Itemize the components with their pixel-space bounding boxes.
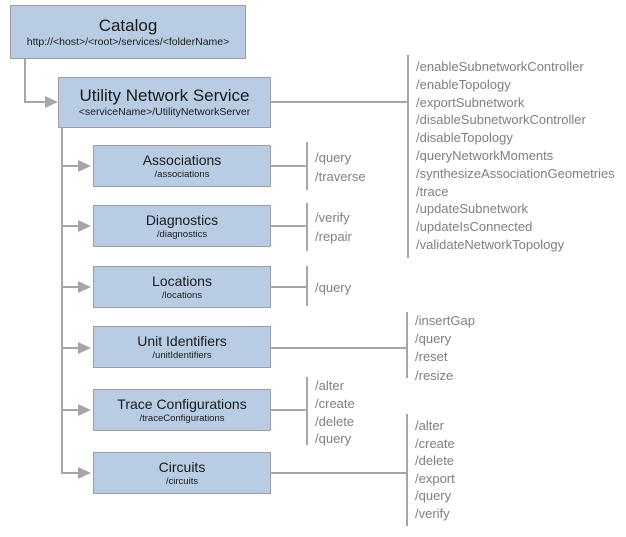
op-item: /verify [415,505,450,521]
opsrail-service [407,55,409,258]
op-item: /disableTopology [416,130,513,146]
branch-locations [61,286,78,288]
node-diagnostics-path: /diagnostics [156,228,208,240]
opsrail-circuits [406,414,408,526]
op-item: /export [415,470,455,486]
op-item: /delete [415,453,455,469]
node-locations-title: Locations [152,272,212,289]
arrowhead-diagnostics [78,220,91,232]
branch-diagnostics [61,225,78,227]
op-item: /query [315,150,352,165]
op-item: /delete [315,413,355,429]
node-diagnostics: Diagnostics /diagnostics [93,205,271,247]
branch-trace-configurations [61,409,78,411]
opsrail-locations [306,266,308,306]
opslink-associations [271,165,307,167]
node-unit-identifiers: Unit Identifiers /unitIdentifiers [93,326,271,368]
op-item: /enableTopology [416,76,511,92]
node-locations: Locations /locations [93,266,271,308]
node-unit-identifiers-title: Unit Identifiers [137,332,227,349]
opslink-service [271,101,407,103]
node-circuits-path: /circuits [165,475,199,487]
node-circuits: Circuits /circuits [93,452,271,494]
op-item: /validateNetworkTopology [416,236,565,252]
op-item: /create [315,395,355,411]
op-item: /updateIsConnected [416,219,533,235]
connector-trunk-vertical [61,128,63,474]
opslink-unit-identifiers [271,347,407,349]
node-trace-configurations-path: /traceConfigurations [139,412,225,424]
node-circuits-title: Circuits [158,458,206,475]
node-diagnostics-title: Diagnostics [145,211,219,228]
ops-list-circuits: /alter /create /delete /export /query /v… [415,417,455,523]
arrowhead-circuits [78,467,91,479]
opsrail-trace-configurations [306,377,308,445]
op-item: /alter [315,378,344,393]
ops-list-trace-configurations: /alter /create /delete /query [315,377,355,448]
node-associations-path: /associations [154,168,210,180]
op-item: /query [415,331,452,347]
node-unit-identifiers-path: /unitIdentifiers [152,349,212,361]
op-item: /verify [315,210,350,225]
opslink-locations [271,286,307,288]
op-item: /enableSubnetworkController [416,59,584,74]
node-service-path: <serviceName>/UtilityNetworkServer [78,106,251,118]
opslink-circuits [271,472,407,474]
ops-list-locations: /query [315,278,351,297]
node-locations-path: /locations [161,289,203,301]
opslink-trace-configurations [271,409,307,411]
node-utility-network-service: Utility Network Service <serviceName>/Ut… [58,77,271,128]
op-item: /query [415,488,452,504]
op-item: /query [315,431,352,447]
opsrail-unit-identifiers [406,312,408,378]
op-item: /insertGap [415,313,475,328]
op-item: /synthesizeAssociationGeometries [416,165,615,181]
connector-catalog-vertical [24,59,26,103]
node-trace-configurations: Trace Configurations /traceConfiguration… [93,389,271,431]
node-catalog-url: http://<host>/<root>/services/<folderNam… [26,35,230,48]
opsrail-associations [306,142,308,190]
node-associations: Associations /associations [93,145,271,187]
op-item: /resize [415,367,454,383]
branch-circuits [61,472,78,474]
arrowhead-associations [78,160,91,172]
op-item: /create [415,435,455,451]
op-item: /queryNetworkMoments [416,147,554,163]
ops-list-diagnostics: /verify /repair [315,208,352,246]
op-item: /updateSubnetwork [416,201,529,217]
ops-list-service: /enableSubnetworkController /enableTopol… [416,58,615,254]
opsrail-diagnostics [306,203,308,251]
op-item: /exportSubnetwork [416,94,525,110]
arrowhead-trace-configurations [78,404,91,416]
op-item: /query [315,280,352,295]
node-trace-configurations-title: Trace Configurations [117,395,247,412]
connector-catalog-horizontal [24,101,47,103]
op-item: /traverse [315,169,366,184]
ops-list-associations: /query /traverse [315,148,366,186]
op-item: /repair [315,229,352,244]
arrowhead-service [45,96,58,108]
branch-unit-identifiers [61,347,78,349]
node-service-title: Utility Network Service [79,86,250,105]
ops-list-unit-identifiers: /insertGap /query /reset /resize [415,312,475,385]
op-item: /reset [415,349,448,365]
opslink-diagnostics [271,225,307,227]
branch-associations [61,165,78,167]
op-item: /trace [416,183,449,199]
op-item: /alter [415,418,444,433]
arrowhead-locations [78,281,91,293]
node-associations-title: Associations [142,151,222,168]
node-catalog: Catalog http://<host>/<root>/services/<f… [10,5,246,59]
node-catalog-title: Catalog [98,15,158,35]
op-item: /disableSubnetworkController [416,112,586,128]
arrowhead-unit-identifiers [78,342,91,354]
